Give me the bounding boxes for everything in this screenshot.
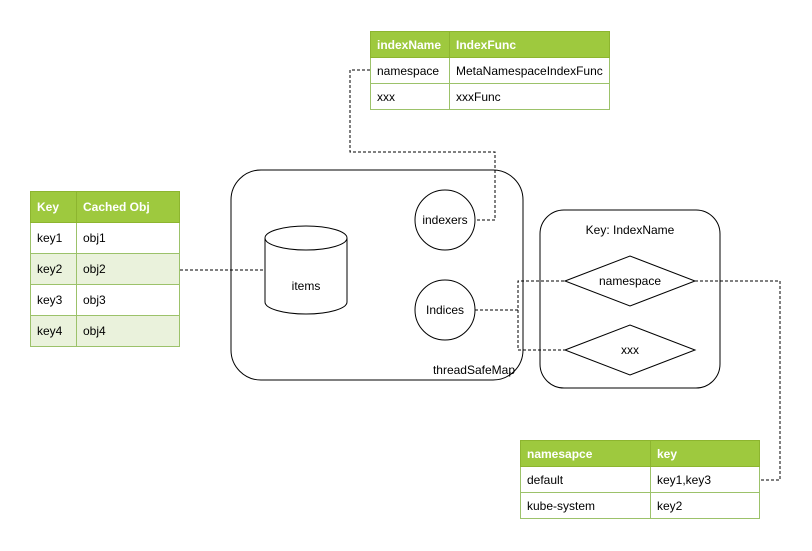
table-row: key3 obj3 — [30, 284, 180, 316]
table-cell: obj2 — [76, 253, 180, 285]
table-row: key2 obj2 — [30, 253, 180, 285]
column-header-cached-obj: Cached Obj — [76, 191, 180, 223]
column-header-key: Key — [30, 191, 77, 223]
table-cell: default — [520, 466, 651, 493]
namespace-to-table-connector — [695, 280, 781, 481]
table-cell: obj1 — [76, 222, 180, 254]
table-cell: obj4 — [76, 315, 180, 347]
table-cell: kube-system — [520, 492, 651, 519]
column-header-key: key — [650, 440, 760, 467]
namespace-diamond-label: namespace — [598, 274, 662, 288]
table-cell: key2 — [30, 253, 77, 285]
indexfunc-to-indexers-connector — [349, 69, 496, 221]
column-header-indexname: indexName — [370, 31, 450, 58]
table-cell: key1 — [30, 222, 77, 254]
thread-safe-map-label: threadSafeMap — [432, 363, 515, 377]
table-cell: key4 — [30, 315, 77, 347]
table-row: kube-system key2 — [520, 492, 760, 519]
table-row: key1 obj1 — [30, 222, 180, 254]
index-func-table: indexName IndexFunc namespace MetaNamesp… — [370, 31, 610, 110]
indices-box-title: Key: IndexName — [585, 223, 675, 237]
items-label: items — [291, 279, 321, 293]
indices-label: Indices — [425, 303, 465, 317]
table-cell: key3 — [30, 284, 77, 316]
xxx-diamond-label: xxx — [621, 343, 639, 357]
table-cell: xxx — [370, 83, 450, 110]
items-cylinder-icon — [264, 225, 348, 315]
namespace-table: namesapce key default key1,key3 kube-sys… — [520, 440, 760, 519]
table-row: xxx xxxFunc — [370, 83, 610, 110]
table-cell: key2 — [650, 492, 760, 519]
table-cell: xxxFunc — [449, 83, 610, 110]
table-row: namespace MetaNamespaceIndexFunc — [370, 57, 610, 84]
indices-to-namespace-connector — [475, 280, 565, 311]
table-cell: MetaNamespaceIndexFunc — [449, 57, 610, 84]
table-cell: obj3 — [76, 284, 180, 316]
table-row: key4 obj4 — [30, 315, 180, 347]
table-row: default key1,key3 — [520, 466, 760, 493]
indices-to-xxx-connector — [517, 310, 565, 351]
column-header-namespace: namesapce — [520, 440, 651, 467]
indexers-circle — [414, 189, 476, 251]
column-header-indexfunc: IndexFunc — [449, 31, 610, 58]
table-cell: namespace — [370, 57, 450, 84]
cache-table: Key Cached Obj key1 obj1 key2 obj2 key3 … — [30, 191, 180, 347]
xxx-diamond — [563, 324, 697, 376]
table-cell: key1,key3 — [650, 466, 760, 493]
indexers-label: indexers — [422, 213, 468, 227]
